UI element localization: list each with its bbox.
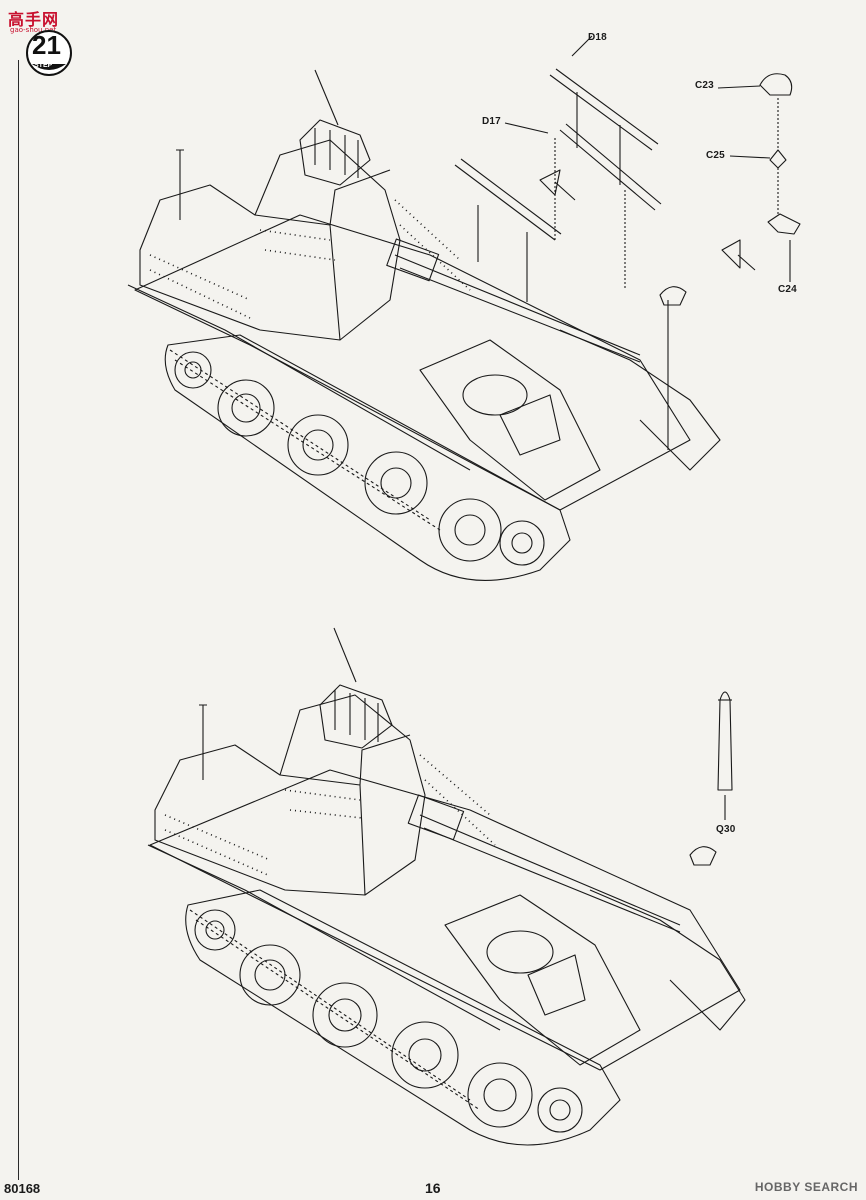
part-label-q30: Q30: [716, 824, 736, 835]
part-label-c25: C25: [706, 150, 725, 161]
part-label-c23: C23: [695, 80, 714, 91]
step-badge: 21 STEP: [24, 28, 74, 78]
step-label: STEP: [34, 62, 53, 69]
part-label-c24: C24: [778, 284, 797, 295]
part-rods: [454, 35, 662, 302]
top-tank-drawing: [127, 69, 756, 581]
page-number: 16: [425, 1180, 441, 1196]
step-badge-icon: [26, 30, 72, 76]
bottom-tank-drawing: [147, 627, 746, 1146]
watermark-text: 高手网: [8, 10, 60, 29]
part-label-d17: D17: [482, 116, 501, 127]
watermark-url: gao-shou.net: [10, 26, 57, 34]
watermark-logo: 高手网 gao-shou.net: [4, 6, 74, 36]
part-antenna-q30: [717, 691, 733, 820]
margin-line: [18, 60, 19, 1180]
product-code: 80168: [4, 1181, 41, 1196]
hobby-search-watermark: HOBBY SEARCH: [754, 1180, 858, 1194]
step-number: 21: [32, 30, 61, 60]
part-label-d18: D18: [588, 32, 607, 43]
part-hatch-small: [717, 73, 801, 282]
